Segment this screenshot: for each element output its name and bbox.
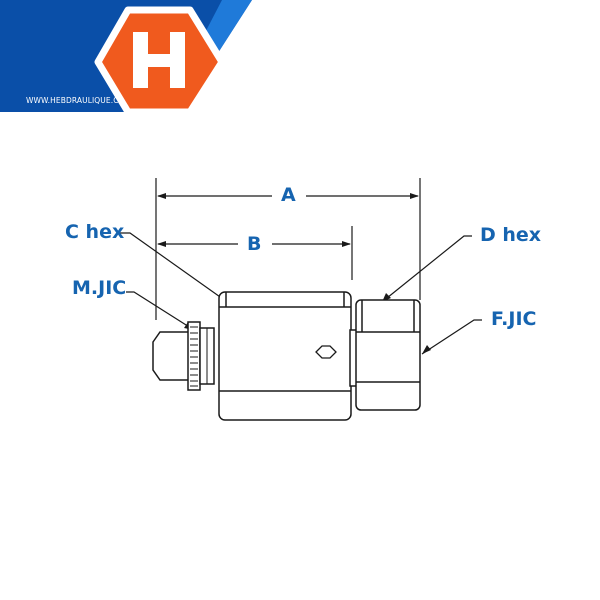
fitting-body [152,291,421,421]
f-jic-label: F.JIC [491,308,537,330]
c-hex-label: C hex [65,221,125,243]
male-jic-nose [152,331,191,381]
d-hex-label: D hex [480,224,542,246]
hex-port-icon [315,345,337,359]
dimension-arrows [157,193,419,247]
m-jic-label: M.JIC [72,277,127,299]
website-url[interactable]: WWW.HEBDRAULIQUE.CA [26,96,124,105]
leader-lines [120,232,482,355]
dimension-lines [155,178,421,320]
dimension-a-label: A [281,184,296,206]
d-hex-body [355,299,421,411]
male-jic-thread [187,321,201,391]
dimension-b-label: B [247,233,262,255]
thread-lines [190,326,198,387]
logo-h-letter [133,32,185,88]
brand-logo [94,6,226,116]
